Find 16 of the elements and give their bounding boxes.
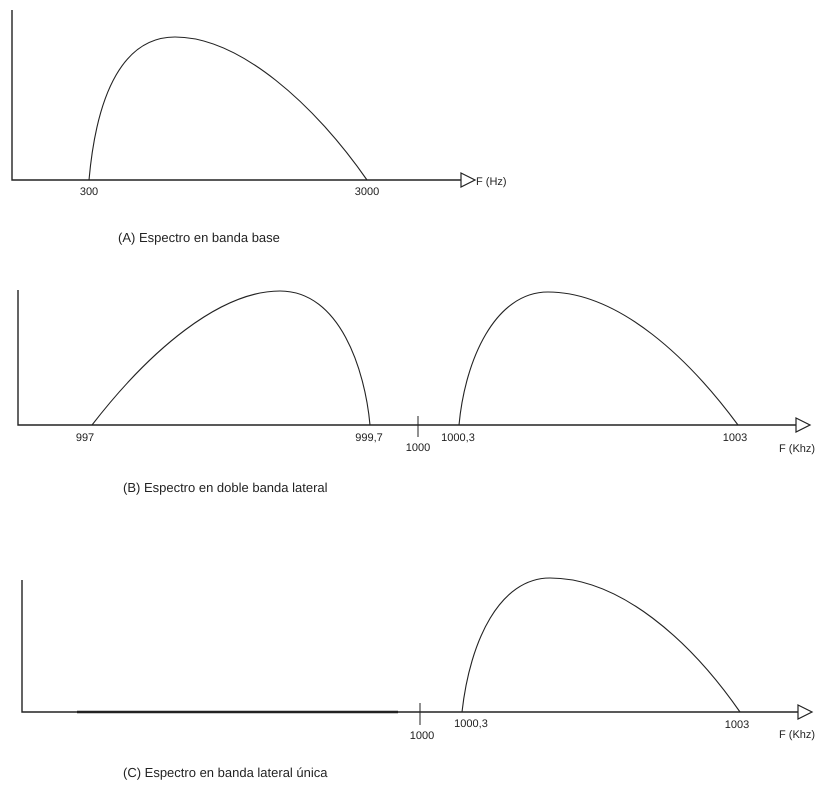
tick-label: 1000,3 <box>454 718 488 730</box>
tick-label: 3000 <box>354 186 380 198</box>
axis-label: F (Khz) <box>779 729 816 742</box>
axis-label: F (Khz) <box>779 443 816 456</box>
caption: (B) Espectro en doble banda lateral <box>123 481 328 496</box>
tick-label: 1003 <box>722 432 748 444</box>
caption: (C) Espectro en banda lateral única <box>123 766 328 780</box>
caption: (A) Espectro en banda base <box>118 231 280 246</box>
tick-label: 1003 <box>724 719 750 732</box>
tick-label: 300 <box>80 186 98 198</box>
axis-label: F (Hz) <box>476 176 507 188</box>
tick-label: 1000 <box>406 442 430 454</box>
tick-label: 1000 <box>410 730 434 742</box>
tick-label: 999,7 <box>355 432 383 444</box>
tick-label: 997 <box>76 432 94 444</box>
tick-label: 1000,3 <box>441 432 475 444</box>
